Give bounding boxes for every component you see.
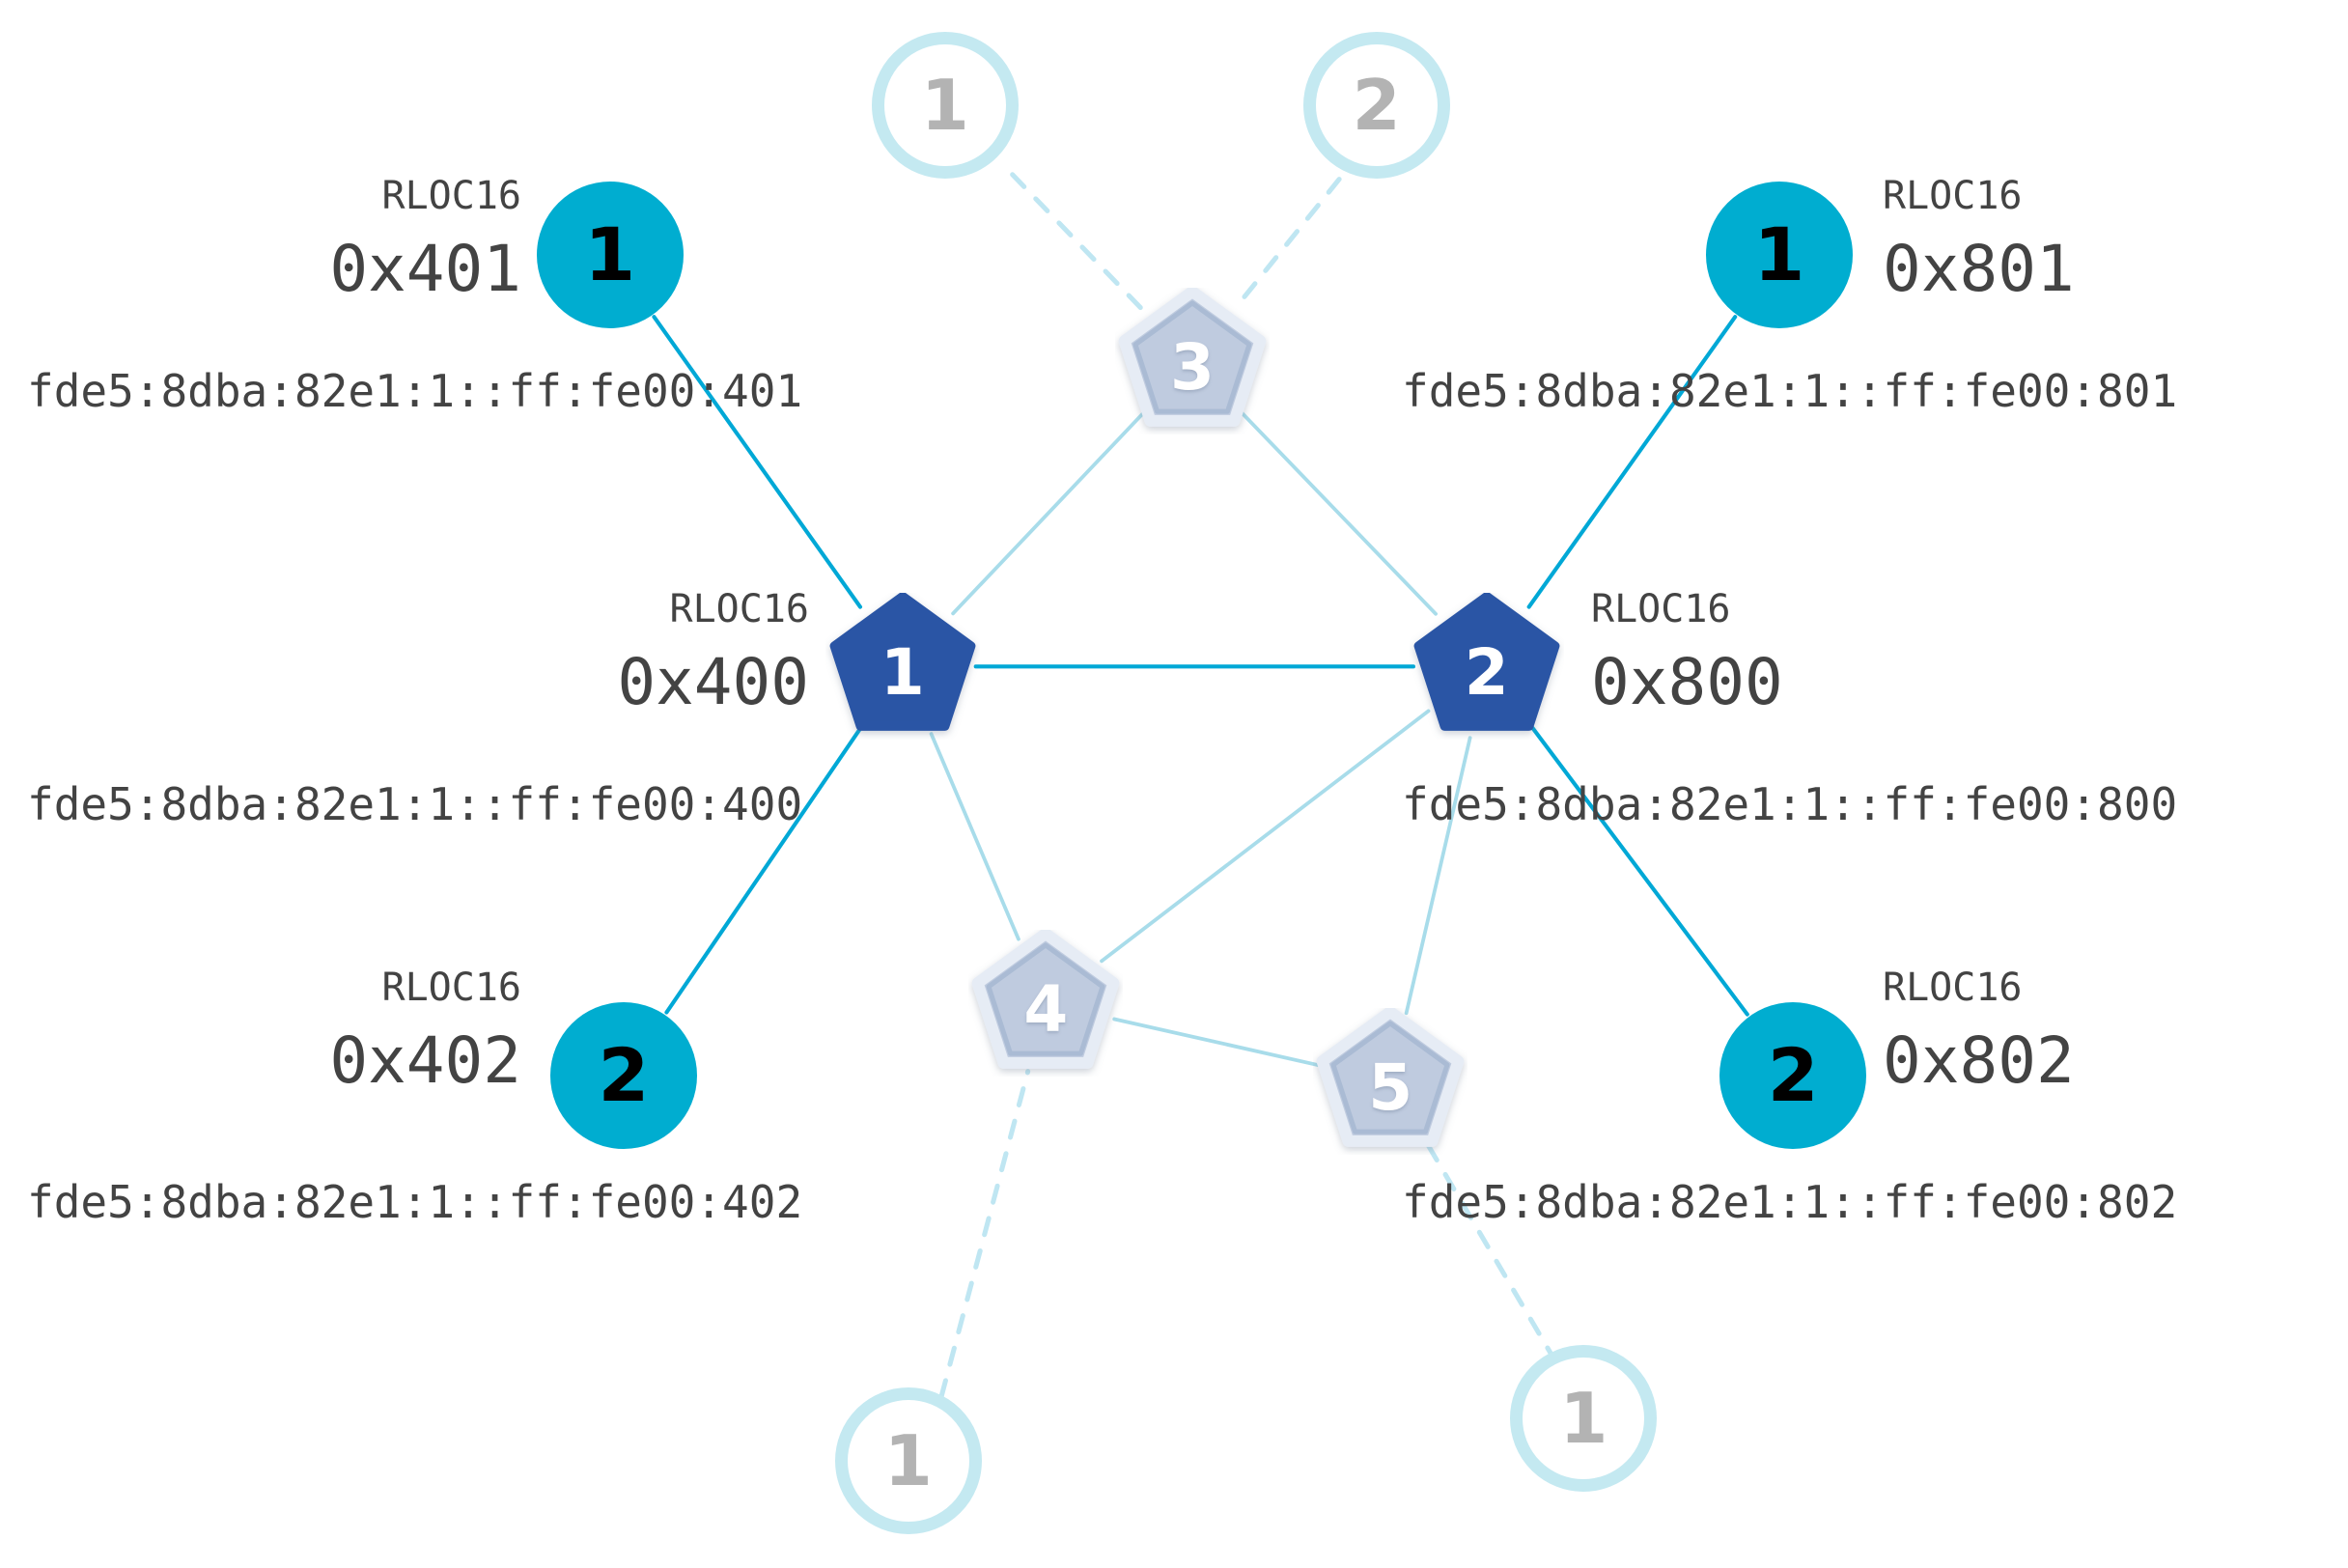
child-node-0x801[interactable]: 1 — [1705, 181, 1853, 328]
link-o4-r5 — [1423, 1139, 1559, 1365]
detached-child-node[interactable]: 2 — [1302, 31, 1450, 179]
detached-child-node[interactable]: 1 — [834, 1387, 982, 1535]
ipv6-address-0x401: fde5:8dba:82e1:1::ff:fe00:401 — [27, 365, 803, 417]
link-r400-r3 — [951, 410, 1146, 616]
ipv6-address-0x800: fde5:8dba:82e1:1::ff:fe00:800 — [1402, 778, 2178, 830]
rloc16-value-0x401: 0x401 — [329, 232, 521, 306]
ipv6-address-0x801: fde5:8dba:82e1:1::ff:fe00:801 — [1402, 365, 2178, 417]
rloc16-label-0x800: RLOC16 — [1591, 587, 1731, 631]
rloc16-value-0x801: 0x801 — [1883, 232, 2075, 306]
link-c802-r800 — [1528, 722, 1749, 1017]
pentagon-icon — [1118, 288, 1267, 428]
pentagon-icon — [829, 593, 976, 732]
link-o1-r3 — [1010, 172, 1147, 314]
rloc16-value-0x802: 0x802 — [1883, 1023, 2075, 1098]
link-r400-r4 — [929, 732, 1020, 941]
rloc16-label-0x802: RLOC16 — [1883, 966, 2023, 1010]
link-o3-r4 — [938, 1069, 1031, 1400]
router-node-0x800[interactable]: 2 — [1410, 593, 1564, 740]
rloc16-value-0x400: 0x400 — [617, 645, 809, 719]
rloc16-value-0x800: 0x800 — [1591, 645, 1783, 719]
rloc16-label-0x400: RLOC16 — [669, 587, 810, 631]
detached-child-node[interactable]: 1 — [1510, 1344, 1658, 1492]
rloc16-label-0x401: RLOC16 — [381, 174, 522, 218]
ipv6-address-0x802: fde5:8dba:82e1:1::ff:fe00:802 — [1402, 1176, 2178, 1228]
router-node-0x400[interactable]: 1 — [825, 593, 980, 740]
detached-child-node[interactable]: 1 — [871, 31, 1019, 179]
link-c401-r400 — [652, 315, 863, 609]
link-r800-r5 — [1404, 736, 1472, 1016]
router-node-3[interactable]: 3 — [1115, 288, 1270, 434]
ipv6-address-0x400: fde5:8dba:82e1:1::ff:fe00:400 — [27, 778, 803, 830]
child-node-0x401[interactable]: 1 — [536, 181, 684, 328]
link-r800-r3 — [1239, 409, 1438, 616]
link-r4-r5 — [1112, 1017, 1325, 1068]
link-r800-r4 — [1100, 709, 1431, 964]
rloc16-value-0x402: 0x402 — [329, 1023, 521, 1098]
ipv6-address-0x402: fde5:8dba:82e1:1::ff:fe00:402 — [27, 1176, 803, 1228]
pentagon-icon — [971, 930, 1120, 1070]
router-node-4[interactable]: 4 — [968, 930, 1123, 1077]
child-node-0x802[interactable]: 2 — [1719, 1001, 1867, 1149]
link-o2-r3 — [1234, 177, 1342, 310]
pentagon-icon — [1413, 593, 1560, 732]
rloc16-label-0x402: RLOC16 — [381, 966, 522, 1010]
link-c801-r800 — [1526, 315, 1738, 609]
router-node-5[interactable]: 5 — [1313, 1008, 1468, 1155]
link-c402-r400 — [664, 724, 864, 1015]
pentagon-icon — [1316, 1008, 1465, 1147]
rloc16-label-0x801: RLOC16 — [1883, 174, 2023, 218]
child-node-0x402[interactable]: 2 — [549, 1001, 697, 1149]
